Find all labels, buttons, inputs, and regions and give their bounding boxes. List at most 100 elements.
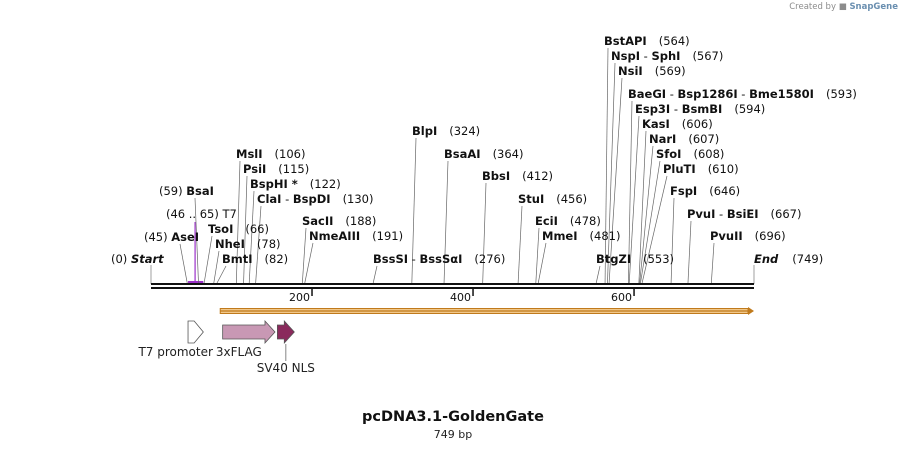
site-label-tsoi: TsoI (66) — [208, 222, 269, 236]
map-subtitle: 749 bp — [433, 428, 473, 441]
site-name: PluTI — [663, 162, 696, 176]
site-label-kasi: KasI(606) — [642, 117, 713, 131]
site-label-baegi: BaeGI - Bsp1286I - Bme1580I(593) — [628, 87, 857, 101]
feature-t7-promoter-label: T7 promoter — [137, 345, 213, 359]
site-label-esp3i: Esp3I - BsmBI(594) — [635, 102, 765, 116]
site-position: (115) — [278, 162, 309, 176]
site-label-pluti: PluTI(610) — [663, 162, 739, 176]
site-name: PsiI — [243, 162, 266, 176]
site-label-clai: ClaI - BspDI(130) — [257, 192, 374, 206]
site-position: (324) — [449, 124, 480, 138]
site-name: BssSI — [373, 252, 408, 266]
axis-tick-label: 400 — [450, 291, 471, 304]
site-line-btgzi — [595, 265, 601, 284]
site-position: (82) — [265, 252, 289, 266]
site-line-msli — [235, 160, 241, 284]
site-name: BaeGI — [628, 87, 666, 101]
site-position: (122) — [310, 177, 341, 191]
site-line-nhei — [213, 250, 220, 284]
site-line-clai — [255, 205, 262, 284]
site-label-ecii: EciI (478) — [535, 214, 601, 228]
site-name: SfoI — [656, 147, 681, 161]
snapgene-credit: Created by ■ SnapGene — [789, 2, 898, 12]
site-name: SacII — [302, 214, 333, 228]
credit-brand: SnapGene — [849, 2, 898, 12]
site-lines — [150, 47, 755, 284]
site-name: MslI — [236, 147, 263, 161]
site-name: NmeAIII — [309, 229, 360, 243]
site-label-bsphi: BspHI * (122) — [250, 177, 341, 191]
site-label-bstapi: BstAPI(564) — [604, 34, 690, 48]
site-name: BsaI — [186, 184, 214, 198]
site-line-baegi — [628, 100, 633, 284]
site-separator: - — [408, 252, 419, 266]
site-label-bsssi: BssSI - BssSαI(276) — [373, 252, 505, 266]
site-line-ecii — [535, 227, 540, 284]
site-line-bsssi — [372, 265, 378, 284]
site-line-tsoi — [203, 235, 213, 284]
site-position: (276) — [474, 252, 505, 266]
site-name: BtgZI — [596, 252, 631, 266]
site-line-bsai — [194, 197, 199, 284]
axis-tick-label: 200 — [289, 291, 310, 304]
site-position: (78) — [257, 237, 281, 251]
site-line-bstapi — [604, 47, 609, 284]
credit-prefix: Created by — [789, 2, 836, 12]
site-position: (46 .. 65) — [166, 207, 223, 221]
site-label-fspi: FspI(646) — [670, 184, 740, 198]
site-position: (593) — [826, 87, 857, 101]
site-separator: - — [715, 207, 726, 221]
site-separator: - — [281, 192, 292, 206]
site-line-stui — [517, 205, 523, 284]
site-position: (59) — [159, 184, 186, 198]
site-name: NarI — [649, 132, 676, 146]
site-name: EciI — [535, 214, 558, 228]
end-name: End — [754, 252, 779, 266]
site-label-stui: StuI(456) — [518, 192, 587, 206]
site-line-bmti — [216, 265, 227, 284]
site-name: StuI — [518, 192, 544, 206]
site-name: BlpI — [412, 124, 437, 138]
site-line-sfoi — [640, 160, 661, 284]
site-name: FspI — [670, 184, 697, 198]
site-label-bsaai: BsaAI(364) — [444, 147, 524, 161]
site-position: (607) — [688, 132, 719, 146]
site-line-nmeaiii — [304, 242, 314, 284]
site-separator: - — [738, 87, 749, 101]
site-label-nari: NarI (607) — [649, 132, 719, 146]
site-name: PvuII — [710, 229, 743, 243]
orf-arrowhead — [748, 307, 754, 315]
site-position: (478) — [570, 214, 601, 228]
site-line-mmei — [537, 242, 547, 284]
end-position: (0) — [111, 252, 131, 266]
site-position: (66) — [245, 222, 269, 236]
site-line-nspi — [607, 62, 616, 284]
site-line-fspi — [670, 197, 675, 284]
site-label-psii: PsiI (115) — [243, 162, 309, 176]
site-name: ClaI — [257, 192, 281, 206]
site-name: NsiI — [618, 64, 643, 78]
site-label-bbsi: BbsI(412) — [482, 169, 553, 183]
site-name: Esp3I — [635, 102, 670, 116]
site-position: (45) — [144, 230, 171, 244]
site-name: MmeI — [542, 229, 578, 243]
site-name: BspHI * — [250, 177, 298, 191]
site-line-pvui — [687, 220, 692, 284]
site-name: TsoI — [208, 222, 233, 236]
site-position: (481) — [590, 229, 621, 243]
site-label-asei: (45) AseI — [144, 230, 199, 244]
site-name: SphI — [651, 49, 680, 63]
feature-sv40-nls-label: SV40 NLS — [257, 361, 315, 375]
site-label-sacii: SacII(188) — [302, 214, 376, 228]
site-line-nari — [639, 145, 654, 284]
site-line-asei — [179, 243, 188, 284]
site-name: T7 — [222, 207, 237, 221]
site-position: (608) — [693, 147, 724, 161]
site-name: BbsI — [482, 169, 510, 183]
site-position: (696) — [755, 229, 786, 243]
site-name: KasI — [642, 117, 670, 131]
site-position: (364) — [493, 147, 524, 161]
